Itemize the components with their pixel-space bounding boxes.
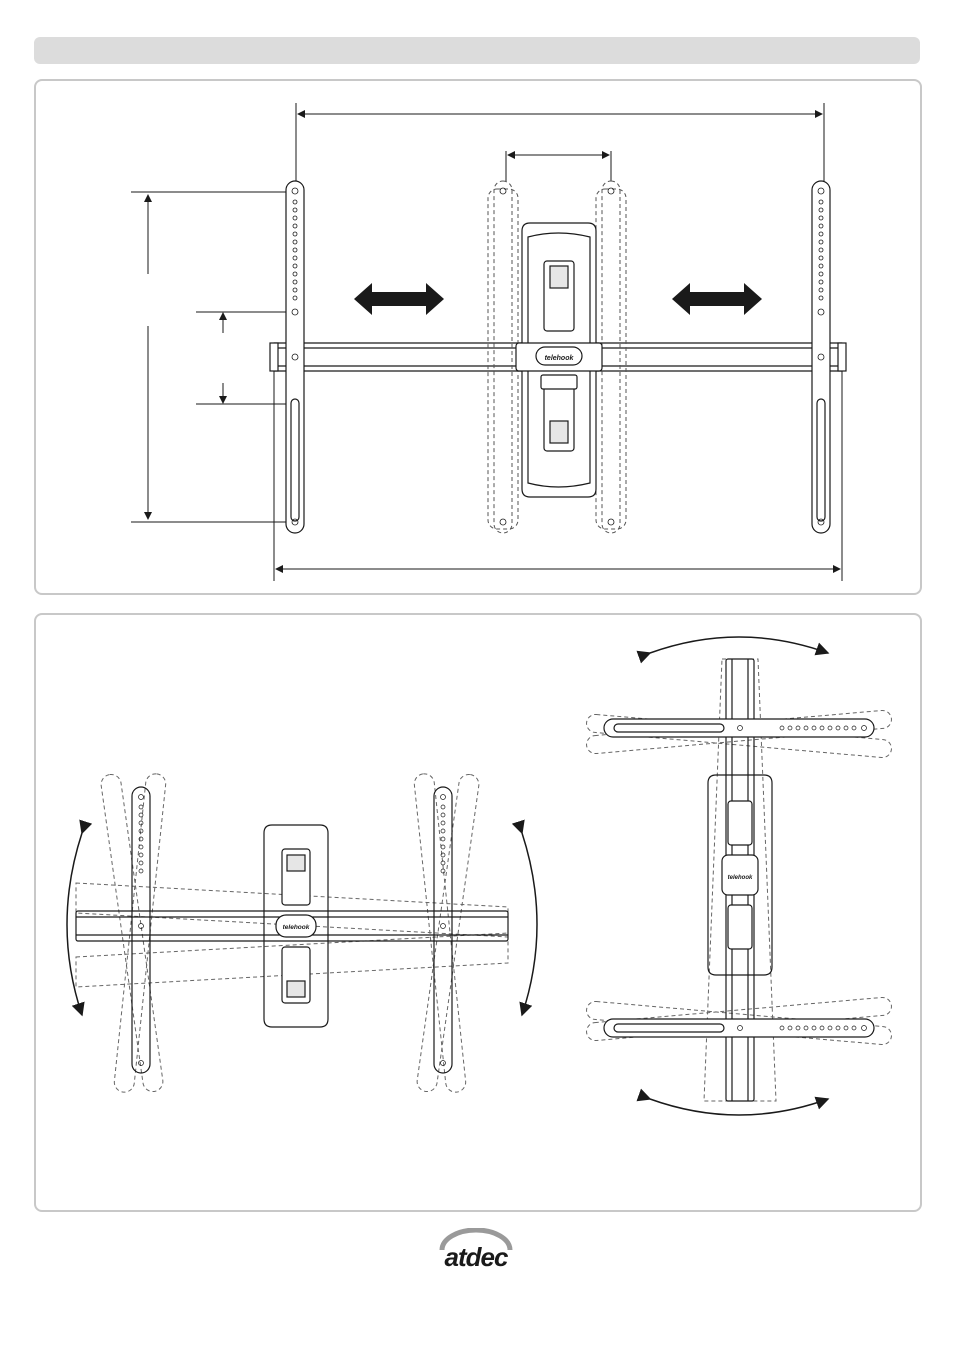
tilt-arrow-icon-left bbox=[67, 833, 82, 1015]
right-vertical-bracket bbox=[812, 181, 830, 533]
bottom-diagram-panel: telehook bbox=[34, 613, 922, 1212]
telehook-badge-landscape: telehook bbox=[283, 924, 310, 931]
logo-text: atdec bbox=[445, 1242, 509, 1272]
central-wall-plate: telehook bbox=[516, 223, 602, 497]
rotation-arrow-icon-top bbox=[650, 637, 828, 653]
telehook-badge-portrait: telehook bbox=[728, 875, 753, 881]
portrait-assembly: telehook bbox=[586, 637, 892, 1115]
slide-left-right-arrow-icon bbox=[354, 283, 444, 315]
tilt-arrow-icon-right bbox=[522, 833, 537, 1015]
tilt-rotation-diagram: telehook bbox=[36, 615, 920, 1210]
atdec-logo: atdec bbox=[428, 1228, 524, 1276]
left-vertical-bracket bbox=[286, 181, 304, 533]
center-bracket-dimension bbox=[506, 151, 611, 181]
landscape-assembly: telehook bbox=[67, 773, 537, 1093]
slide-left-right-arrow-icon-2 bbox=[672, 283, 762, 315]
top-diagram-panel: telehook bbox=[34, 79, 922, 595]
overall-width-dimension bbox=[296, 103, 824, 181]
telehook-badge: telehook bbox=[545, 355, 575, 362]
slide-adjustment-diagram: telehook bbox=[36, 81, 920, 593]
section-title-bar bbox=[34, 37, 920, 64]
